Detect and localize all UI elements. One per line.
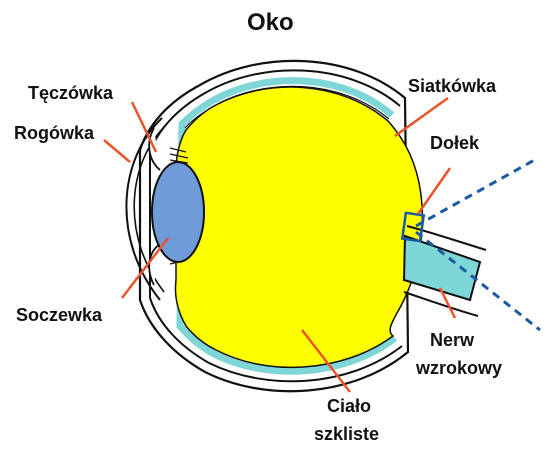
- label-nerw-line2: wzrokowy: [416, 358, 502, 378]
- label-siatkowka: Siatkówka: [408, 76, 496, 96]
- label-teczowka: Tęczówka: [28, 83, 113, 103]
- label-cialo-line2: szkliste: [314, 424, 379, 444]
- label-cialo-line1: Ciało: [327, 396, 371, 416]
- vitreous-body: [175, 87, 422, 367]
- pointer-dolek: [418, 168, 450, 214]
- pointer-rogowka: [104, 140, 130, 162]
- label-rogowka: Rogówka: [14, 123, 94, 143]
- label-nerw-line1: Nerw: [430, 330, 474, 350]
- pointer-siatkowka: [395, 98, 448, 136]
- label-dolek: Dołek: [430, 133, 479, 153]
- label-soczewka: Soczewka: [16, 305, 102, 325]
- diagram-title: Oko: [247, 10, 294, 36]
